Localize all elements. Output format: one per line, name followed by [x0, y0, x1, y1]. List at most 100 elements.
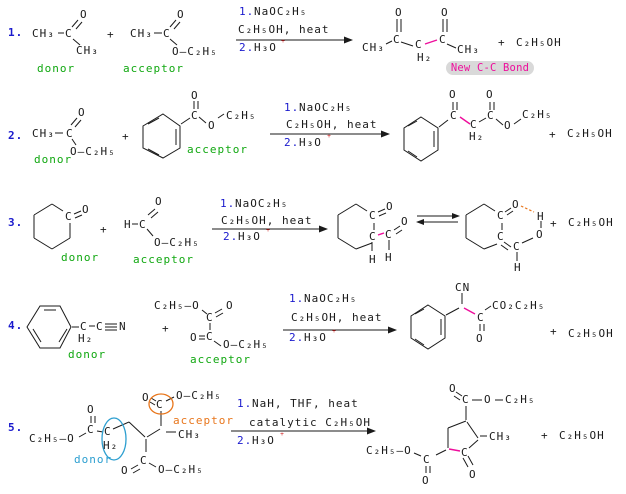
atom-oc2h5: O–C₂H₅: [70, 145, 116, 158]
atom-c: C: [423, 453, 431, 466]
reagent-etoh-heat: C₂H₅OH, heat: [221, 214, 313, 227]
atom-o: O: [155, 195, 163, 208]
reaction-number: 4.: [8, 319, 24, 332]
benzene-ring: [26, 305, 72, 349]
atom-o: O: [484, 393, 492, 406]
atom-c: C: [140, 454, 148, 467]
atom-c: C: [65, 210, 73, 223]
atom-ch3: CH₃: [457, 43, 480, 56]
benzene-ring: [142, 113, 181, 159]
atom-o: O: [82, 203, 90, 216]
plus-sign: +: [162, 322, 170, 335]
atom-h: H: [369, 253, 377, 266]
step-2: 2.: [289, 331, 305, 344]
atom-c: C: [66, 127, 74, 140]
reagent-naoc2h5: NaOC₂H₅: [299, 101, 353, 114]
atom-c: C: [96, 320, 104, 333]
atom-c: C: [191, 109, 199, 122]
step-2: 2.: [239, 41, 255, 54]
rx2-new-cc-bond: [459, 116, 471, 125]
benzene-ring: [403, 116, 439, 162]
atom-c2h5-o: C₂H₅–O: [29, 432, 75, 445]
rx5-arrow: [231, 427, 376, 435]
atom-ch3: CH₃: [362, 41, 385, 54]
acceptor-highlight-circle: [148, 393, 174, 415]
reagent-etoh-heat: C₂H₅OH, heat: [238, 23, 330, 36]
donor-label: donor: [61, 251, 100, 264]
atom-c: C: [393, 33, 401, 46]
atom-h2: H₂: [417, 51, 433, 64]
plus-sign: +: [541, 429, 549, 442]
atom-c: C: [139, 218, 147, 231]
reagent-h3o: H₃O: [252, 434, 275, 447]
atom-o: O: [177, 8, 185, 21]
plus-sign: +: [100, 223, 108, 236]
atom-h2: H₂: [469, 130, 485, 143]
reaction-number: 2.: [8, 129, 24, 142]
ethanol-byproduct: C₂H₅OH: [516, 36, 562, 49]
atom-o: O: [226, 299, 234, 312]
atom-n: N: [119, 320, 127, 333]
atom-h: H: [385, 251, 393, 264]
atom-o: O: [121, 464, 129, 477]
reagent-naoc2h5: NaOC₂H₅: [254, 5, 308, 18]
atom-ch3: CH₃: [130, 27, 153, 40]
atom-h: H: [537, 210, 545, 223]
atom-o: O: [142, 391, 150, 404]
step-1: 1.: [237, 397, 253, 410]
ethanol-byproduct: C₂H₅OH: [568, 327, 614, 340]
atom-c: C: [65, 27, 73, 40]
atom-ch3: CH₃: [32, 27, 55, 40]
rx2-bonds: [55, 101, 522, 162]
atom-ch3: CH₃: [489, 430, 512, 443]
atom-c: C: [369, 230, 377, 243]
atom-o: O: [504, 119, 512, 132]
rx4-arrow: [283, 326, 397, 334]
ethanol-byproduct: C₂H₅OH: [568, 216, 614, 229]
superscript-plus: ⁺: [279, 431, 287, 442]
atom-o: O: [441, 6, 449, 19]
acceptor-label: acceptor: [190, 353, 251, 366]
atom-c: C: [385, 228, 393, 241]
reagent-etoh-heat: C₂H₅OH, heat: [286, 118, 378, 131]
step-2: 2.: [237, 434, 253, 447]
atom-c: C: [369, 209, 377, 222]
atom-o: O: [386, 200, 394, 213]
atom-c: C: [470, 118, 478, 131]
donor-highlight-circle: [101, 417, 127, 461]
atom-c: C: [104, 425, 112, 438]
atom-c: C: [87, 423, 95, 436]
atom-ch3: CH₃: [76, 44, 99, 57]
atom-o: O: [476, 332, 484, 345]
reaction-number: 5.: [8, 421, 24, 434]
atom-o: O: [401, 215, 409, 228]
atom-c: C: [477, 311, 485, 324]
donor-label: donor: [74, 453, 113, 466]
acceptor-label: acceptor: [123, 62, 184, 75]
donor-label: donor: [68, 348, 107, 361]
step-1: 1.: [220, 197, 236, 210]
ethanol-byproduct: C₂H₅OH: [559, 429, 605, 442]
reagent-h3o: H₃O: [304, 331, 327, 344]
atom-o: O: [80, 8, 88, 21]
atom-o: O: [78, 106, 86, 119]
atom-h: H: [514, 261, 522, 274]
atom-c: C: [497, 230, 505, 243]
plus-sign: +: [107, 28, 115, 41]
atom-o: O: [422, 474, 430, 487]
rx3-bonds: [33, 203, 542, 261]
step-1: 1.: [239, 5, 255, 18]
reaction-number: 1.: [8, 26, 24, 39]
reagent-nah-thf: NaH, THF, heat: [252, 397, 359, 410]
atom-c: C: [461, 446, 469, 459]
rx5-new-cc-bond: [448, 448, 461, 452]
atom-o: O: [449, 88, 457, 101]
rx2-arrow: [270, 130, 390, 138]
reaction-number: 3.: [8, 216, 24, 229]
atom-c2h5: C₂H₅: [522, 108, 553, 121]
new-cc-bond-text: New C-C Bond: [450, 61, 530, 74]
atom-cn: CN: [455, 281, 471, 294]
reagent-h3o: H₃O: [254, 41, 277, 54]
plus-sign: +: [550, 217, 558, 230]
